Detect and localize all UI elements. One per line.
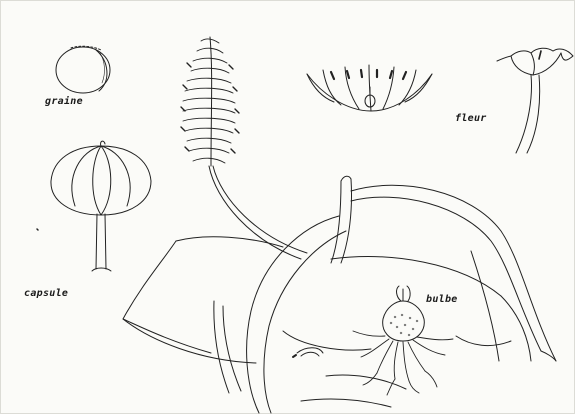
- ink-mark: [37, 229, 38, 230]
- seed-drawing: [56, 46, 110, 93]
- open-flower-drawing: [307, 65, 432, 111]
- label-graine: graine: [45, 96, 83, 107]
- label-bulbe: bulbe: [426, 294, 458, 305]
- leaves-drawing: [123, 176, 556, 413]
- capsule-drawing: [51, 141, 151, 271]
- flower-drawing: [497, 48, 573, 153]
- ink-mark: [293, 355, 296, 357]
- flower-spike-drawing: [181, 37, 307, 259]
- label-fleur: fleur: [455, 113, 487, 124]
- label-capsule: capsule: [24, 288, 68, 299]
